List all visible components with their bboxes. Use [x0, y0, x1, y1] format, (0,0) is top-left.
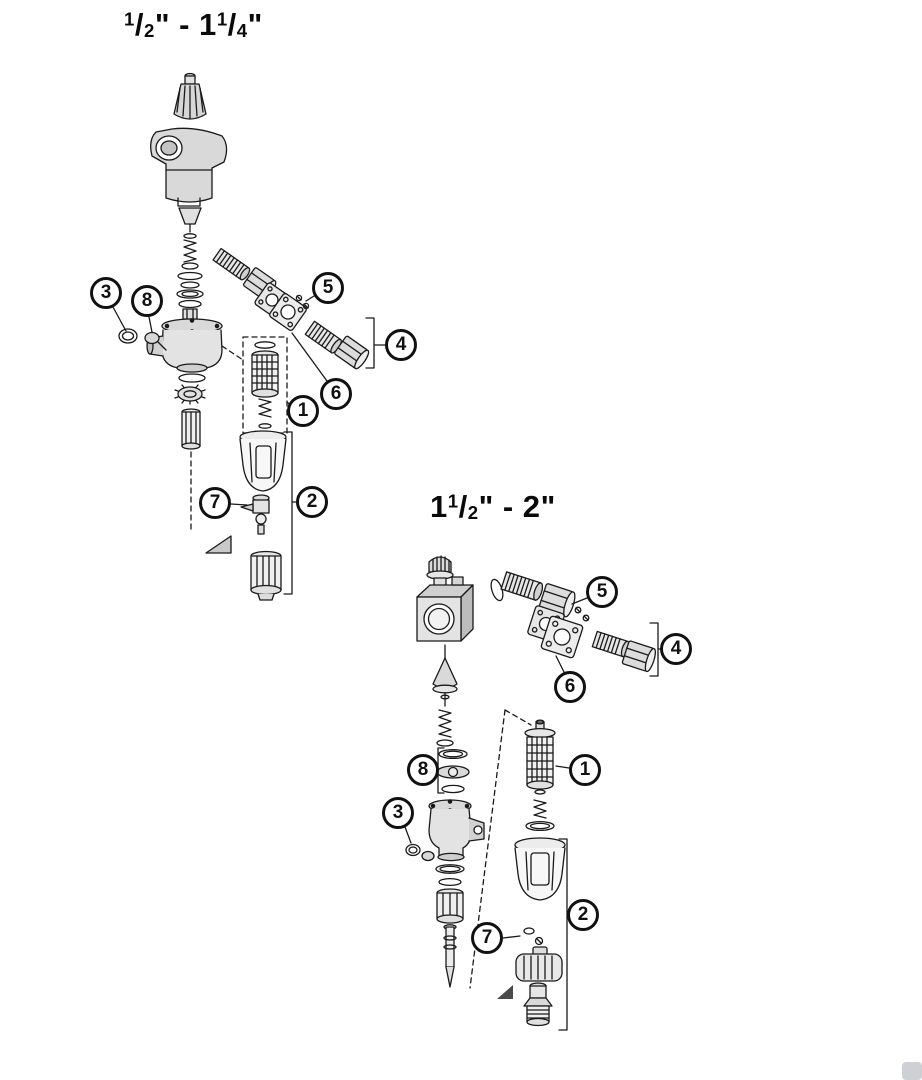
stem-cartridge-drawing	[181, 408, 201, 450]
title-small-denominator-2: 4	[236, 20, 248, 42]
sleeve-drawing	[250, 550, 282, 601]
wedge-clip-large-drawing	[497, 985, 513, 999]
callout-large-3: 3	[382, 797, 414, 829]
union-nut-4-drawing	[334, 335, 370, 370]
large-assembly-drawing	[404, 555, 661, 1031]
bracket-2	[283, 431, 293, 595]
tailpiece-4-drawing	[304, 320, 342, 354]
filter-bowl-large-drawing	[514, 837, 566, 901]
corner-watermark	[902, 1062, 922, 1080]
union-tailpiece-drawing	[212, 247, 251, 281]
title-small-slash-1: /	[134, 7, 144, 42]
callout-small-2: 2	[296, 486, 328, 518]
leader-6-large	[555, 655, 565, 673]
callout-small-6: 6	[320, 378, 352, 410]
mounting-bracket-drawing	[150, 127, 228, 207]
long-spindle-drawing	[443, 924, 457, 988]
title-large-lead: 1	[430, 489, 448, 524]
callout-small-8: 8	[131, 285, 163, 317]
strainer-cap-seals-drawing	[118, 328, 167, 351]
callout-large-1: 1	[569, 754, 601, 786]
drain-parts-large-drawing	[523, 927, 544, 946]
small-assembly-drawing	[112, 72, 386, 601]
leader-8	[148, 316, 153, 333]
callout-large-2: 2	[567, 899, 599, 931]
callout-large-7: 7	[471, 922, 503, 954]
bracket-2-large	[558, 838, 568, 1031]
title-small-numerator-1: 1	[124, 8, 135, 30]
leader-7-large	[502, 935, 521, 939]
diaphragm-set-drawing	[436, 748, 470, 794]
cap-drawing-large	[426, 555, 454, 587]
lower-seal-and-gear-drawing	[174, 373, 206, 405]
valve-body-drawing-large	[416, 576, 474, 642]
title-large-end: "	[540, 489, 556, 524]
adjustment-cap-drawing	[173, 72, 207, 120]
tailpiece-4-large-drawing	[591, 630, 630, 658]
wedge-clip-drawing	[205, 535, 232, 554]
leader-5-large	[571, 597, 588, 605]
seat-orings-drawing	[435, 864, 465, 887]
callout-large-6: 6	[554, 671, 586, 703]
title-small-denominator-1: 2	[143, 20, 155, 42]
filter-cartridge-drawing	[251, 341, 279, 429]
callout-large-4: 4	[660, 633, 692, 665]
bowl-spring-drawing	[525, 799, 555, 832]
pilot-spindle-drawing	[432, 644, 458, 707]
drain-valve-drawing	[240, 494, 270, 535]
title-small-slash-2: /	[227, 7, 237, 42]
bracket-4	[365, 317, 375, 369]
connector-sleeve-drawing	[436, 888, 464, 924]
title-large-numerator: 1	[447, 490, 459, 512]
title-large-slash: /	[458, 489, 468, 524]
valve-body-drawing	[146, 318, 223, 373]
title-large-denominator: 2	[467, 502, 479, 524]
leader-3	[112, 306, 127, 332]
spring-large-drawing	[436, 709, 454, 747]
small-seals-3-drawing	[405, 843, 435, 862]
leader-7	[230, 503, 248, 506]
size-range-title-small: 1/2" - 11/4"	[124, 7, 263, 42]
callout-small-3: 3	[90, 277, 122, 309]
dashed-guide-small-2	[221, 345, 244, 361]
flange-plate-front-drawing	[269, 293, 307, 331]
title-small-numerator-2: 1	[216, 8, 228, 30]
callout-large-8: 8	[407, 754, 439, 786]
callout-small-5: 5	[312, 272, 344, 304]
union-nut-4-large-drawing	[621, 640, 656, 673]
tailpiece-large-drawing	[500, 571, 544, 601]
spring-assembly-drawing	[181, 233, 199, 270]
clamp-ring-drawing	[515, 946, 563, 982]
size-range-title-large: 11/2" - 2"	[430, 489, 556, 524]
filter-bowl-drawing	[239, 430, 287, 492]
leader-5	[305, 295, 315, 302]
callout-large-5: 5	[586, 576, 618, 608]
seat-body-drawing	[428, 799, 485, 862]
flange-screws-drawing	[295, 294, 310, 310]
callout-small-7: 7	[199, 487, 231, 519]
leader-3-large	[404, 826, 412, 844]
filter-cartridge-large-drawing	[524, 719, 556, 795]
flange-screws-large-drawing	[574, 606, 590, 622]
bottom-fitting-drawing	[523, 982, 553, 1027]
callout-small-4: 4	[385, 329, 417, 361]
flange-plate-front-large	[540, 615, 584, 659]
title-small-mid: " - 1	[154, 7, 217, 42]
title-large-mid: " - 2	[478, 489, 541, 524]
leader-1-large	[555, 765, 570, 769]
dashed-guide-large-2	[504, 709, 532, 726]
callout-small-1: 1	[287, 395, 319, 427]
leader-6	[291, 332, 328, 382]
title-small-end: "	[247, 7, 263, 42]
seal-stack-drawing	[176, 271, 204, 320]
spindle-cap-drawing	[178, 207, 202, 233]
